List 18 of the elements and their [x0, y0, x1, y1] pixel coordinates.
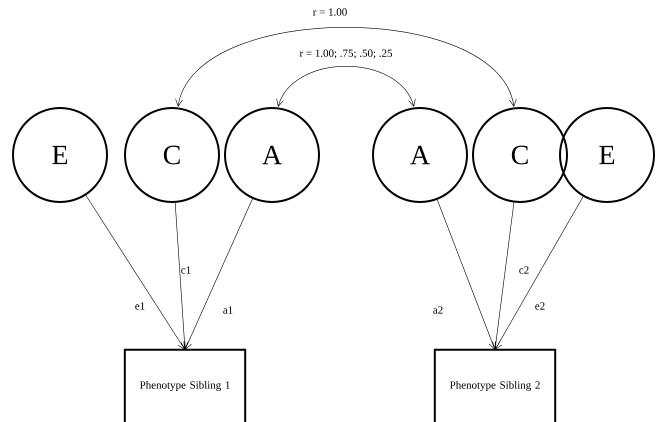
- arrow: [495, 196, 584, 350]
- edge-label: c2: [519, 266, 529, 274]
- arrow: [86, 195, 185, 350]
- edge-label: a2: [433, 306, 443, 314]
- arrow: [436, 199, 496, 350]
- edge-label: e2: [535, 302, 545, 310]
- edge-label: e1: [135, 302, 144, 310]
- correlation-arrow: [276, 66, 416, 107]
- edge-label: a1: [223, 306, 232, 314]
- phenotype-box: Phenotype Sibling 1: [124, 348, 246, 422]
- arrow: [174, 202, 188, 350]
- correlation-arrow: [175, 26, 517, 107]
- arrow: [492, 202, 514, 350]
- edge-label: r = 1.00: [312, 8, 347, 16]
- edge-label: r = 1.00; .75; .50; .25: [300, 50, 392, 58]
- edge-label: c1: [181, 266, 190, 274]
- phenotype-box: Phenotype Sibling 2: [434, 348, 556, 422]
- arrow: [184, 198, 253, 350]
